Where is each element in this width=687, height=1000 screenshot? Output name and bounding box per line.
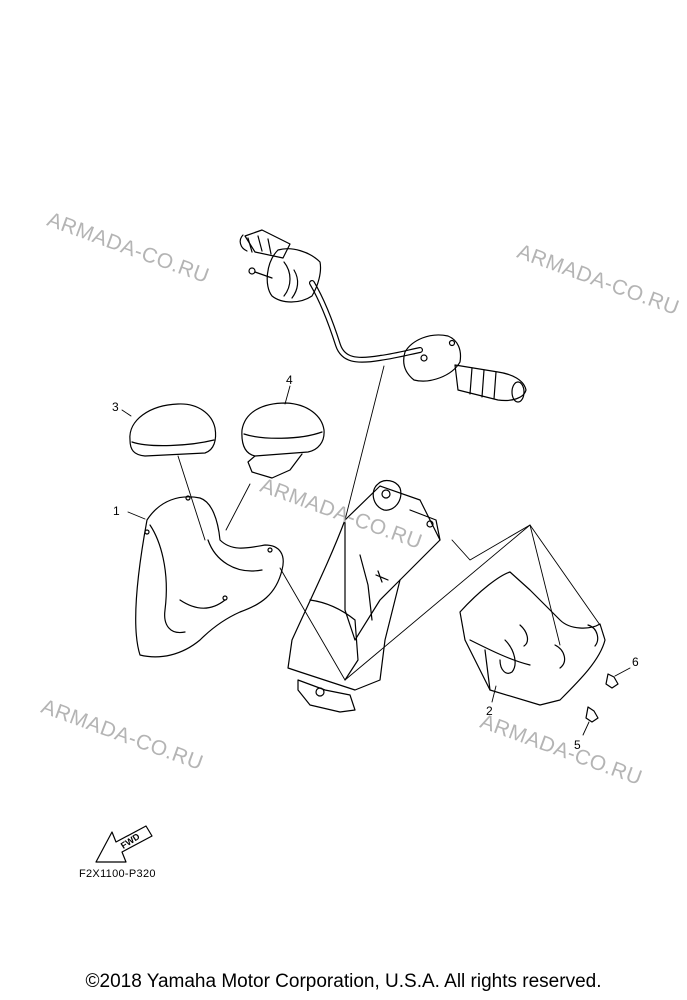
callout-4: 4 <box>286 373 293 387</box>
copyright-notice: ©2018 Yamaha Motor Corporation, U.S.A. A… <box>85 971 602 992</box>
bracket-2 <box>459 571 606 706</box>
callout-5: 5 <box>574 738 581 752</box>
cover-3 <box>129 403 217 457</box>
steering-column <box>287 479 441 713</box>
fwd-arrow-icon <box>95 825 153 863</box>
callout-1: 1 <box>113 504 120 518</box>
cover-4 <box>241 402 325 479</box>
bolt-5 <box>585 706 599 723</box>
bolt-6 <box>605 673 619 689</box>
diagram-code: F2X1100-P320 <box>79 868 156 880</box>
handlebar-assembly <box>239 229 527 403</box>
callout-6: 6 <box>632 655 639 669</box>
front-cover-1 <box>135 495 284 658</box>
leader-lines <box>121 365 631 736</box>
callout-3: 3 <box>112 400 119 414</box>
callout-2: 2 <box>486 704 493 718</box>
